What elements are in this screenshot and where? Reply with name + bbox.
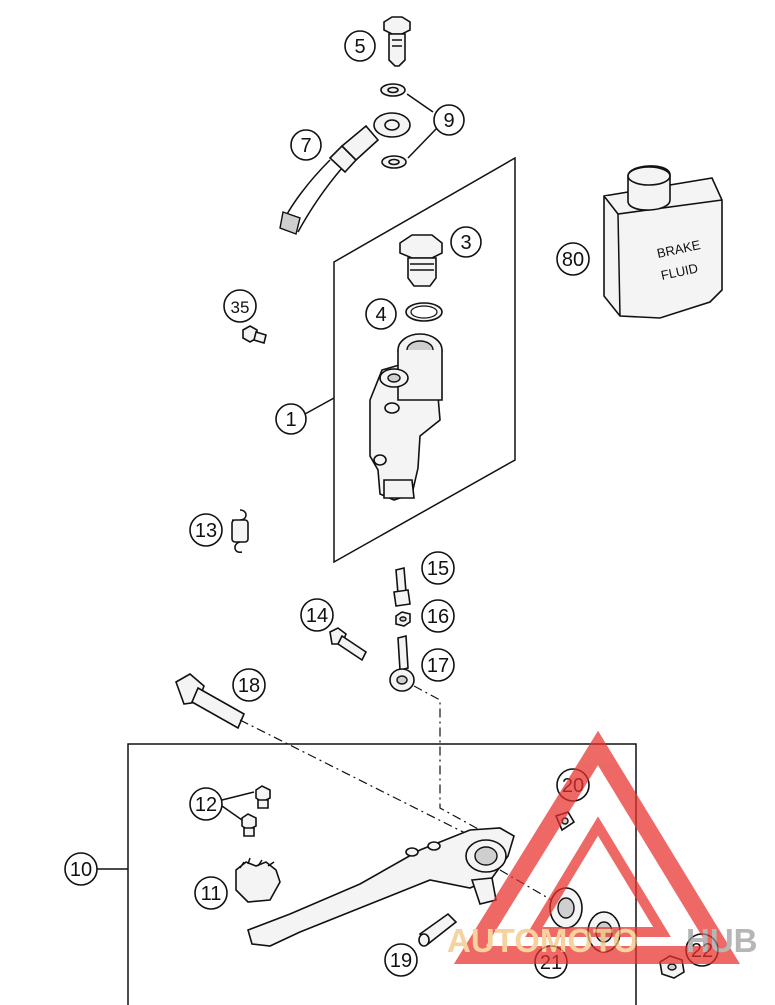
- svg-text:35: 35: [231, 298, 250, 317]
- svg-text:10: 10: [70, 859, 92, 881]
- callout-11: 11: [194, 876, 228, 910]
- callout-9: 9: [433, 104, 465, 136]
- pivot-bolt-part: [175, 673, 246, 730]
- callout-35: 35: [223, 289, 257, 323]
- callout-1: 1: [275, 403, 307, 435]
- watermark-triangle-outer: [453, 730, 741, 964]
- callout-10: 10: [64, 852, 98, 886]
- svg-text:11: 11: [201, 883, 222, 905]
- callout-17: 17: [421, 648, 455, 682]
- svg-text:17: 17: [427, 655, 449, 677]
- washer-lower-hole: [388, 158, 400, 166]
- svg-text:15: 15: [427, 558, 449, 580]
- callout-80: 80: [556, 242, 590, 276]
- pin-bolt-part: [329, 627, 368, 662]
- svg-text:4: 4: [375, 304, 386, 326]
- callout-12-leader-a: [221, 791, 255, 801]
- callout-7: 7: [290, 129, 322, 161]
- svg-text:7: 7: [300, 135, 311, 157]
- banjo-bolt-part: [383, 16, 411, 67]
- assembly-line-pivot: [239, 719, 476, 839]
- watermark-text-left: AUTOMOTO: [447, 922, 638, 959]
- callout-16: 16: [421, 599, 455, 633]
- watermark-logo: AUTOMOTO HUB: [447, 730, 758, 964]
- svg-text:3: 3: [460, 232, 471, 254]
- assembly-line-clevis: [413, 685, 481, 831]
- watermark-text-right: HUB: [686, 922, 758, 959]
- watermark-triangle-inner: [525, 816, 671, 937]
- svg-text:12: 12: [195, 794, 217, 816]
- svg-text:14: 14: [306, 605, 328, 627]
- pushrod-end-part: [393, 566, 411, 607]
- screw-lower-part: [241, 813, 257, 837]
- callout-15: 15: [421, 551, 455, 585]
- screw-upper-part: [255, 785, 271, 809]
- callout-12-leader-b: [221, 805, 243, 821]
- callout-19: 19: [384, 943, 418, 977]
- svg-text:1: 1: [285, 409, 296, 431]
- lock-nut-part: [395, 611, 411, 627]
- callout-3: 3: [450, 226, 482, 258]
- washer-upper-hole: [387, 86, 399, 94]
- callout-13: 13: [189, 513, 223, 547]
- brake-pedal-part: [247, 827, 515, 947]
- master-cylinder-part: [369, 333, 443, 501]
- callout-5: 5: [344, 30, 376, 62]
- pedal-pin-part: [418, 912, 458, 947]
- svg-text:9: 9: [443, 110, 454, 132]
- pedal-group-frame: [127, 743, 637, 1005]
- svg-text:80: 80: [562, 249, 584, 271]
- callout-1-leader: [304, 397, 335, 415]
- svg-text:5: 5: [354, 36, 365, 58]
- clevis-part: [389, 634, 415, 692]
- o-ring-inner: [410, 305, 438, 319]
- svg-text:16: 16: [427, 606, 449, 628]
- pedal-tip-part: [235, 857, 281, 903]
- brake-hose-part: [279, 112, 411, 235]
- svg-text:19: 19: [390, 950, 412, 972]
- callout-9-leader-b: [407, 127, 438, 159]
- svg-text:18: 18: [238, 675, 260, 697]
- callout-18: 18: [232, 668, 266, 702]
- callout-9-leader-a: [406, 93, 434, 113]
- reservoir-fitting-part: [399, 234, 443, 287]
- return-spring-part: [231, 509, 249, 553]
- bolt-35-part: [242, 325, 267, 345]
- cylinder-group-frame: [333, 156, 516, 564]
- callout-4: 4: [365, 298, 397, 330]
- callout-14: 14: [300, 598, 334, 632]
- brake-fluid-can-part: BRAKE FLUID: [603, 165, 723, 319]
- svg-text:13: 13: [195, 520, 217, 542]
- callout-12: 12: [189, 787, 223, 821]
